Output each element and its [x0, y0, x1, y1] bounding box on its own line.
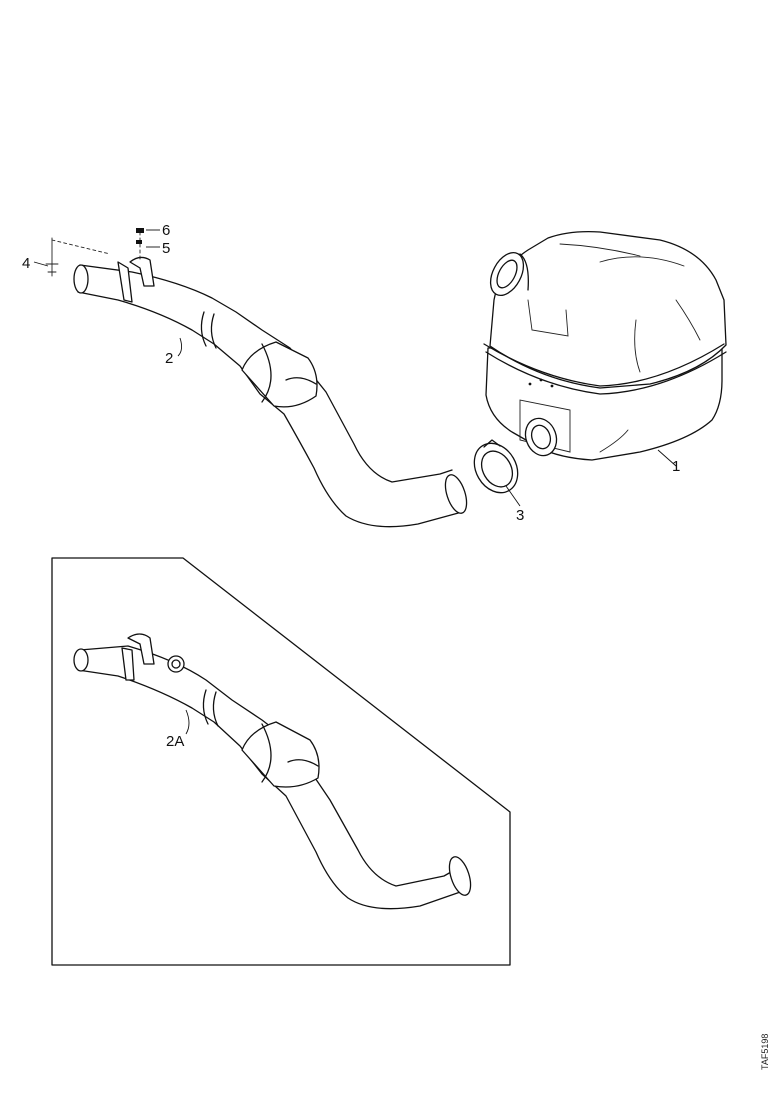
leader-1: [657, 449, 677, 467]
figure-reference-code: TAF5198: [760, 1034, 770, 1070]
tail-pipe: [73, 256, 468, 528]
fasteners: [45, 228, 144, 277]
callout-6: 6: [162, 222, 170, 239]
callout-4: 4: [22, 255, 30, 272]
callout-2: 2: [165, 350, 173, 367]
callout-2a: 2A: [166, 733, 184, 750]
leader-2a: [185, 709, 190, 735]
leader-2: [177, 337, 183, 357]
callout-1: 1: [672, 458, 680, 475]
leader-4: [33, 261, 49, 267]
inset-box: [51, 557, 511, 966]
callout-3: 3: [516, 507, 524, 524]
tail-pipe-variant: [73, 633, 472, 910]
clamp-ring: [473, 439, 519, 494]
silencer: [483, 230, 727, 461]
leader-3: [505, 485, 521, 507]
callout-5: 5: [162, 240, 170, 257]
